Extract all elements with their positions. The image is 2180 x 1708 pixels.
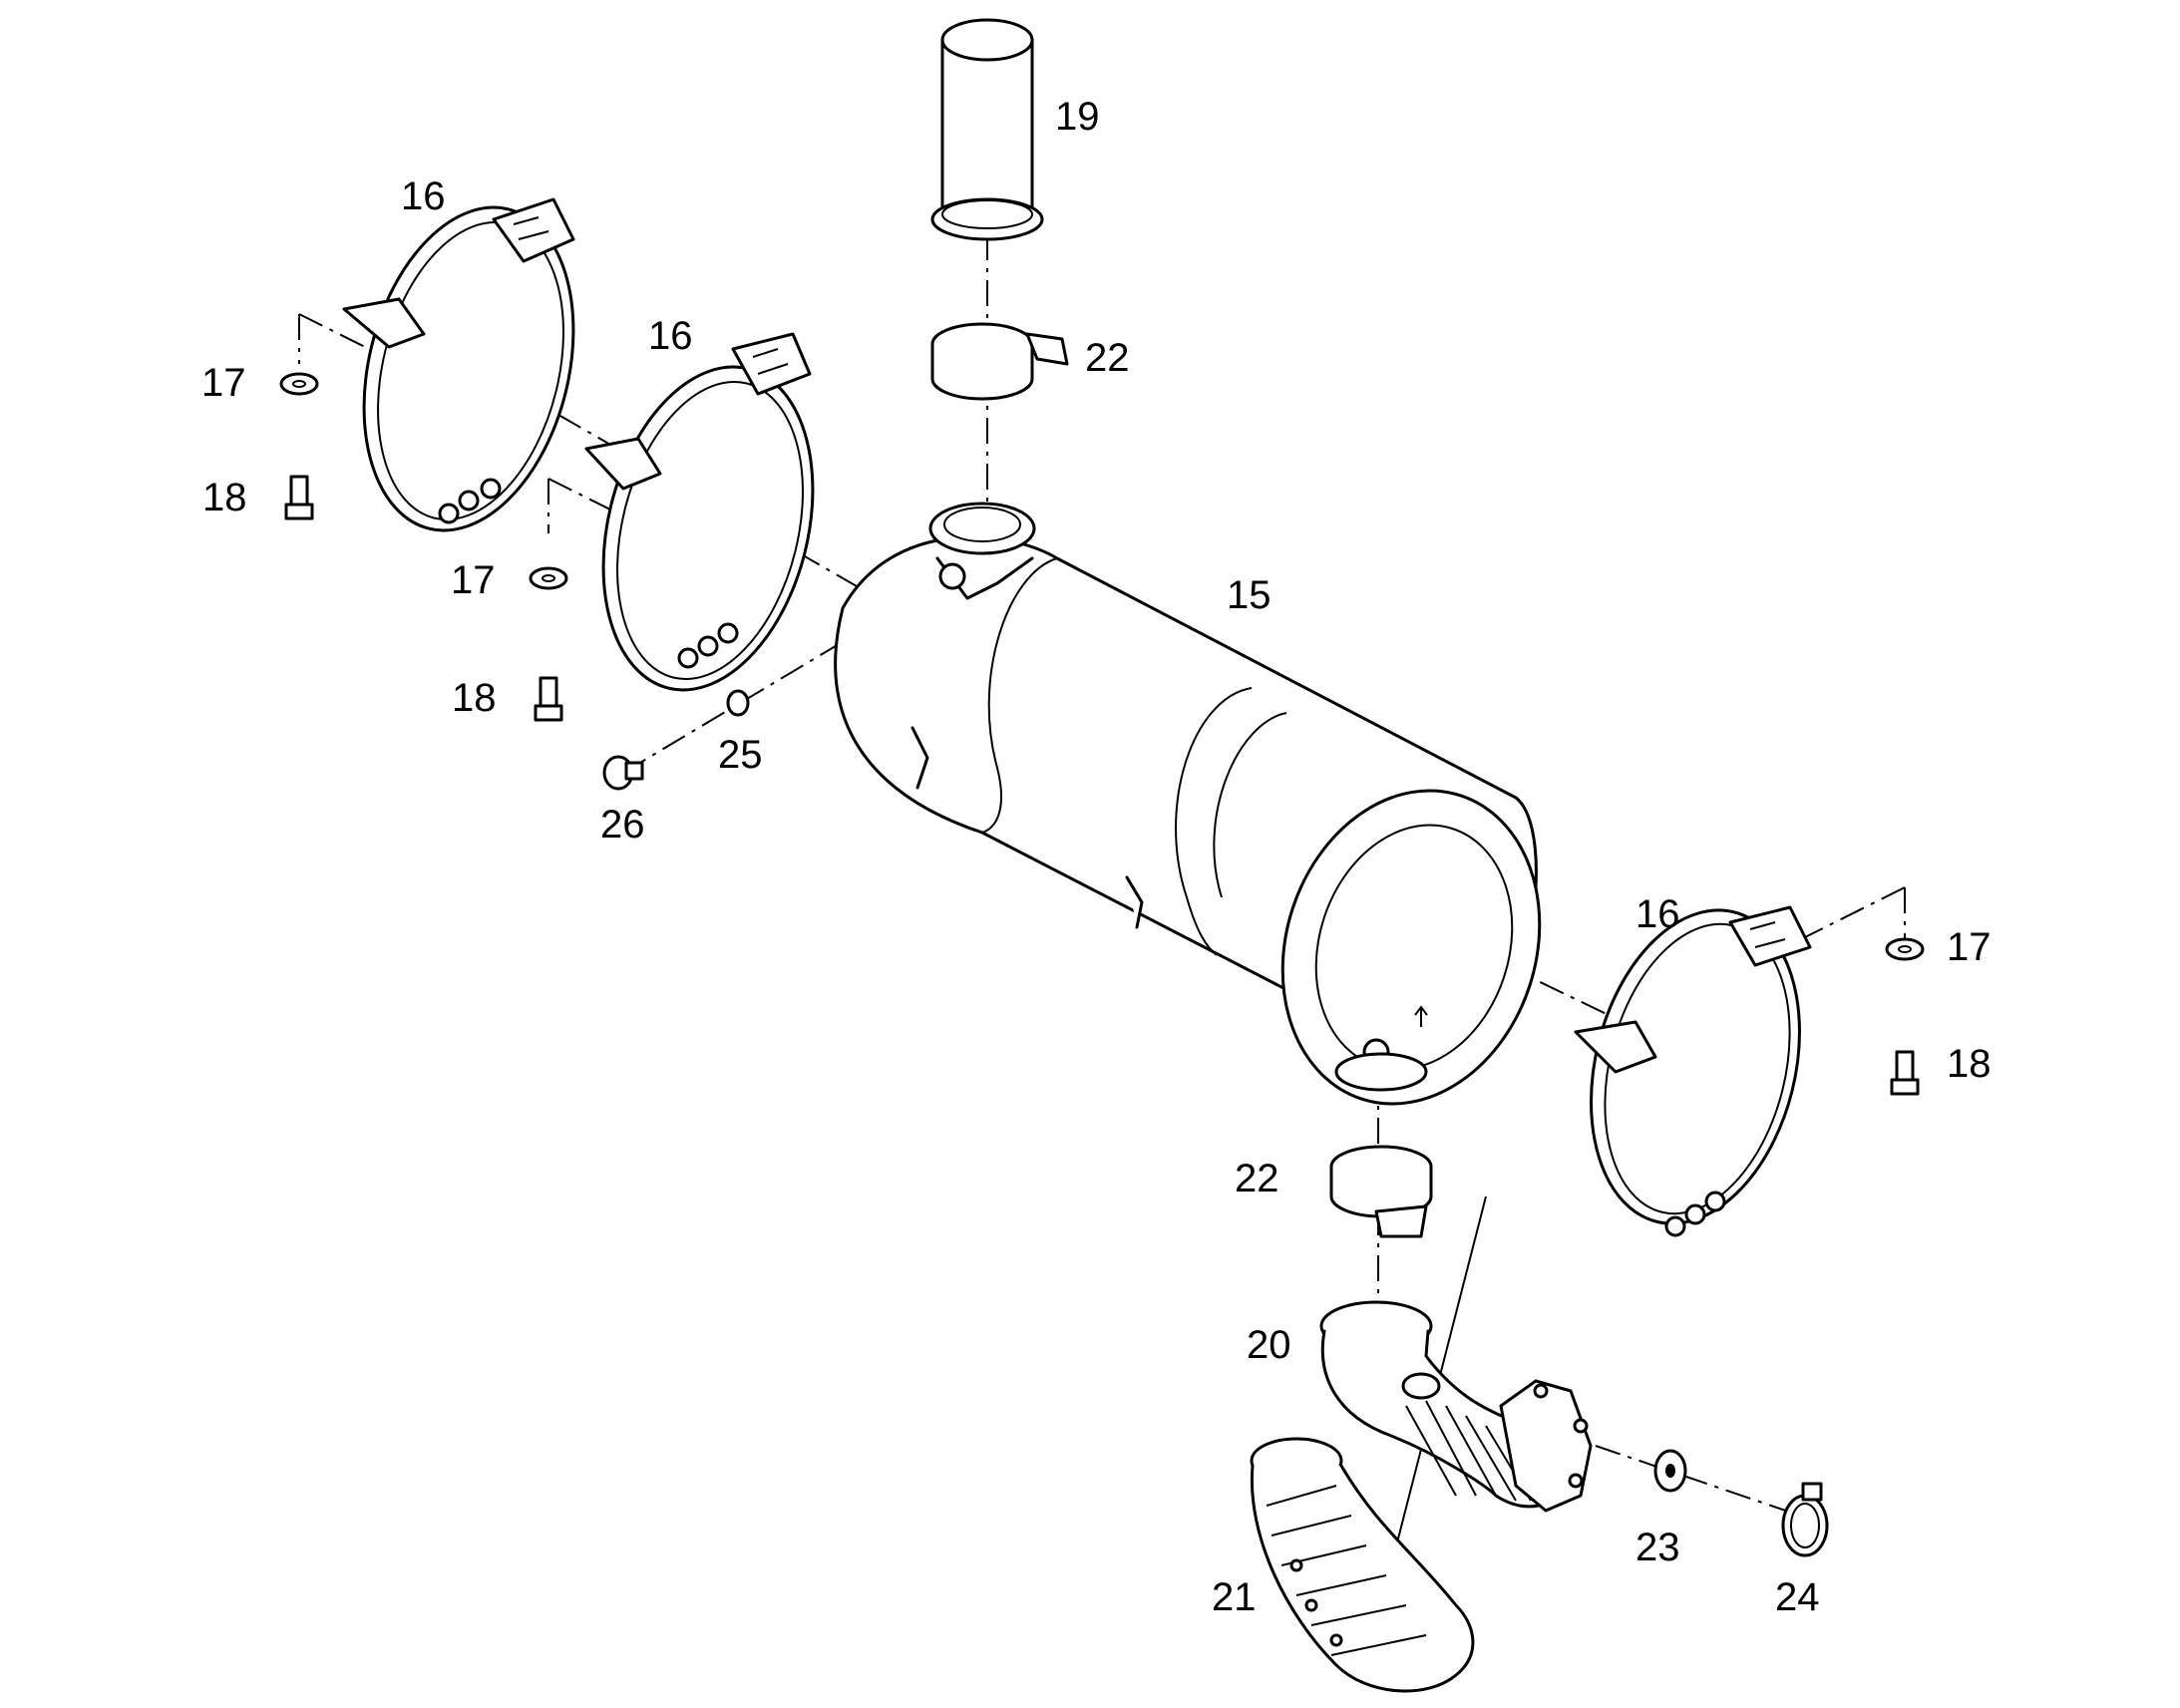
callout-17-right: 17 [1947, 925, 1992, 969]
washer-17-left[interactable] [279, 372, 319, 396]
callout-19: 19 [1055, 95, 1100, 139]
intake-hose-21[interactable] [1250, 1437, 1475, 1693]
elbow-hose-20[interactable] [1319, 1300, 1593, 1513]
callout-20: 20 [1247, 1323, 1291, 1367]
callout-15: 15 [1227, 573, 1272, 617]
clamp-22-bottom[interactable] [1329, 1145, 1433, 1238]
callout-22-bottom: 22 [1235, 1157, 1279, 1200]
callout-18-right: 18 [1947, 1042, 1992, 1086]
callout-23: 23 [1635, 1526, 1680, 1569]
washer-23[interactable] [1653, 1449, 1687, 1493]
clamp-22-top[interactable] [930, 322, 1069, 401]
callout-16-middle: 16 [648, 314, 693, 358]
callout-16-left: 16 [401, 174, 446, 218]
callout-18-left: 18 [202, 476, 247, 519]
callout-22-top: 22 [1085, 336, 1130, 380]
callout-21: 21 [1212, 1575, 1257, 1619]
washer-17-right[interactable] [1885, 937, 1925, 961]
callout-labels: 15 16 16 16 17 17 17 18 18 18 19 20 21 2… [201, 95, 1992, 1619]
drain-plug-26[interactable] [602, 755, 644, 791]
callout-25: 25 [718, 733, 763, 777]
mounting-band-16-middle[interactable] [571, 332, 845, 712]
callout-16-right: 16 [1635, 892, 1680, 936]
bolt-18-middle[interactable] [534, 676, 563, 722]
bolt-18-right[interactable] [1890, 1050, 1920, 1096]
callout-17-middle: 17 [451, 558, 496, 602]
hose-clamp-24[interactable] [1781, 1482, 1829, 1557]
mounting-band-16-right[interactable] [1560, 888, 1830, 1246]
air-filter-housing-15[interactable] [834, 502, 1580, 1138]
callout-17-left: 17 [201, 361, 246, 405]
washer-17-middle[interactable] [529, 566, 568, 590]
callout-24: 24 [1775, 1575, 1820, 1619]
callout-26: 26 [600, 803, 645, 847]
inlet-tube-19[interactable] [930, 18, 1044, 241]
callout-18-middle: 18 [452, 676, 497, 720]
o-ring-25[interactable] [726, 689, 750, 717]
mounting-band-16-left[interactable] [332, 185, 605, 553]
bolt-18-left[interactable] [284, 475, 314, 520]
